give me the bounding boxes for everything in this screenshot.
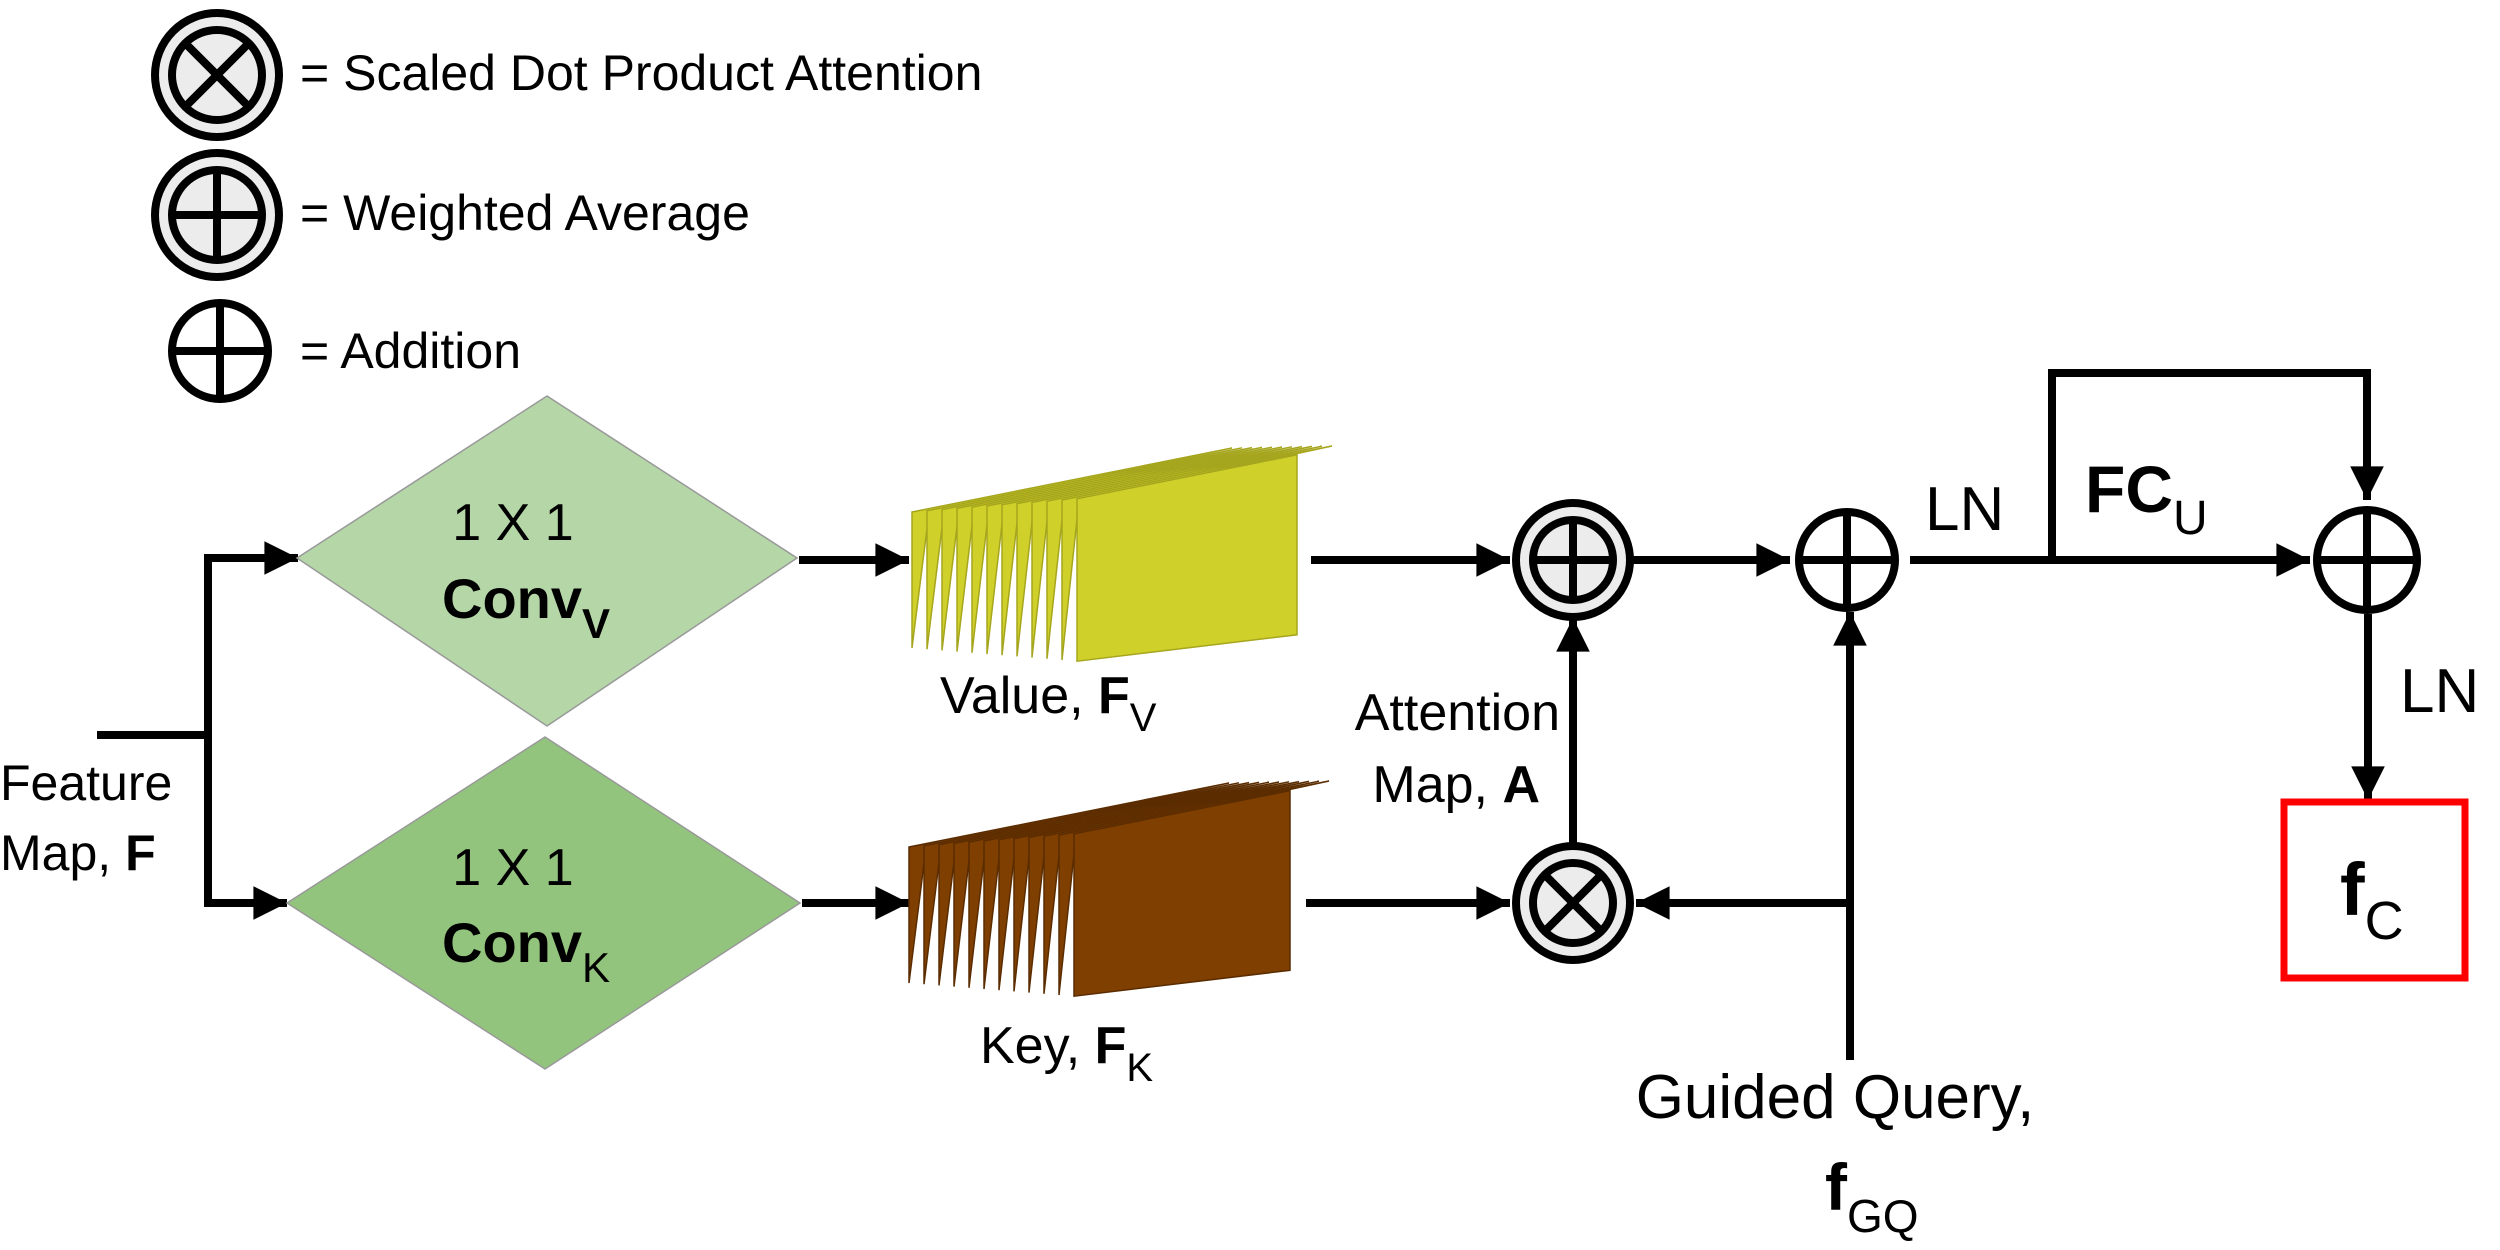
legend-label-scaled-dot-product: = Scaled Dot Product Attention	[300, 45, 982, 101]
tensor-slice	[1073, 789, 1291, 998]
value-label: Value, FV	[940, 667, 1157, 740]
output-box-border	[2280, 798, 2469, 982]
weighted-average-icon	[151, 149, 283, 281]
legend-label-addition: = Addition	[300, 323, 521, 379]
ln-right-label: LN	[2400, 657, 2479, 726]
fc-addition-node	[2313, 506, 2421, 614]
conv-v-label: ConvV	[442, 567, 610, 647]
conv-k-diamond	[285, 736, 802, 1070]
key-label: Key, FK	[980, 1017, 1153, 1090]
guided-query-symbol: fGQ	[1825, 1150, 1919, 1242]
addition-icon	[168, 299, 272, 403]
fc-label: FCU	[2085, 452, 2208, 545]
arrow-to-conv-v	[204, 541, 298, 903]
conv-k-block: 1 X 1 ConvK	[285, 736, 802, 1070]
output-label: fC	[2340, 848, 2404, 951]
output-box: fC	[2280, 798, 2469, 982]
key-tensor	[908, 780, 1330, 998]
value-tensor	[911, 445, 1333, 663]
addition-node	[1795, 508, 1899, 612]
scaled-dot-product-icon	[151, 9, 283, 141]
input-feature-map: Feature Map, F	[0, 541, 298, 920]
feature-map-label-line2: Map, F	[0, 825, 156, 881]
ln-top-label: LN	[1925, 475, 2004, 544]
conv-v-size: 1 X 1	[452, 494, 573, 552]
conv-v-block: 1 X 1 ConvV	[295, 395, 799, 727]
conv-v-diamond	[295, 395, 799, 727]
legend-label-weighted-average: = Weighted Average	[300, 185, 750, 241]
skip-connection-arrow	[2048, 369, 2384, 560]
conv-k-label: ConvK	[442, 911, 610, 991]
scaled-dot-product-node	[1512, 842, 1634, 964]
legend: = Scaled Dot Product Attention = Weighte…	[151, 9, 982, 403]
weighted-average-node	[1512, 499, 1634, 621]
attention-map-label-line2: Map, A	[1372, 756, 1540, 814]
guided-query-label: Guided Query,	[1636, 1063, 2035, 1132]
arrow-to-conv-k	[204, 558, 287, 920]
conv-k-size: 1 X 1	[452, 839, 573, 897]
attention-map-label-line1: Attention	[1355, 684, 1560, 742]
tensor-slice	[1076, 453, 1298, 663]
feature-map-label-line1: Feature	[0, 755, 172, 811]
